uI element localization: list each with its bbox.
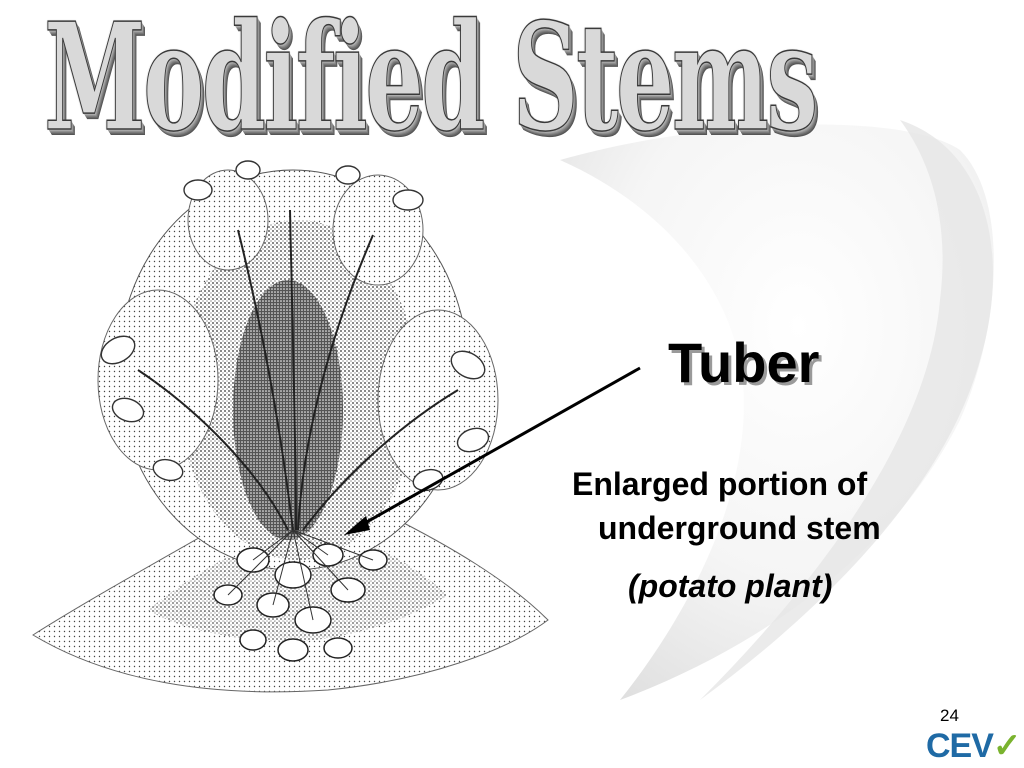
definition-line-1: Enlarged portion of [572,466,868,502]
definition-line-2: underground stem [598,510,881,546]
logo-text: CEV [926,727,994,765]
example-text: (potato plant) [628,568,833,604]
term-heading: Tuber [668,331,820,394]
potato-plant-illustration [32,160,549,693]
slide-title: Modified Stems [44,0,819,164]
page-number: 24 [940,706,959,725]
definition-text: Enlarged portion of underground stem [572,462,992,550]
cev-logo: CEV✓ [926,727,1021,765]
checkmark-icon: ✓ [992,727,1021,765]
